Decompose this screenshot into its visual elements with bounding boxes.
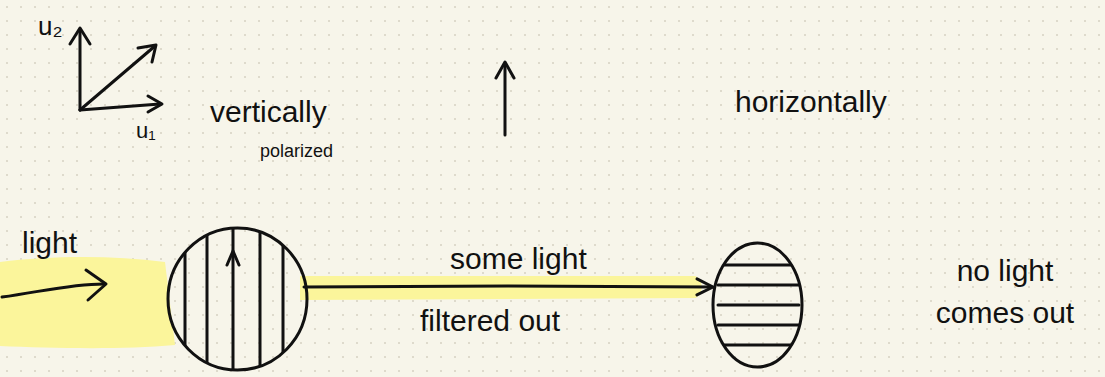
note-label: no light comes out [915,250,1095,334]
polarizer: horizontally [710,85,889,372]
edge-label: some light [450,241,587,277]
beam-arrow [304,286,712,287]
light-arrow [2,270,106,300]
polarizer-note: polarized [260,141,333,162]
note-label: filtered out [420,300,560,342]
polarizer-heading: horizontally [735,85,887,119]
note-label: u₁ [136,116,156,147]
note-label: light [22,222,77,264]
light-highlight [0,257,175,348]
axes [70,28,162,112]
polarizer-heading: vertically [210,95,327,129]
polarizer: vertically polarized [165,95,336,375]
polarizer-outline [165,225,310,373]
note-label: u₂ [38,8,63,44]
polarizer-outline [710,240,805,370]
up-arrow [496,62,514,135]
